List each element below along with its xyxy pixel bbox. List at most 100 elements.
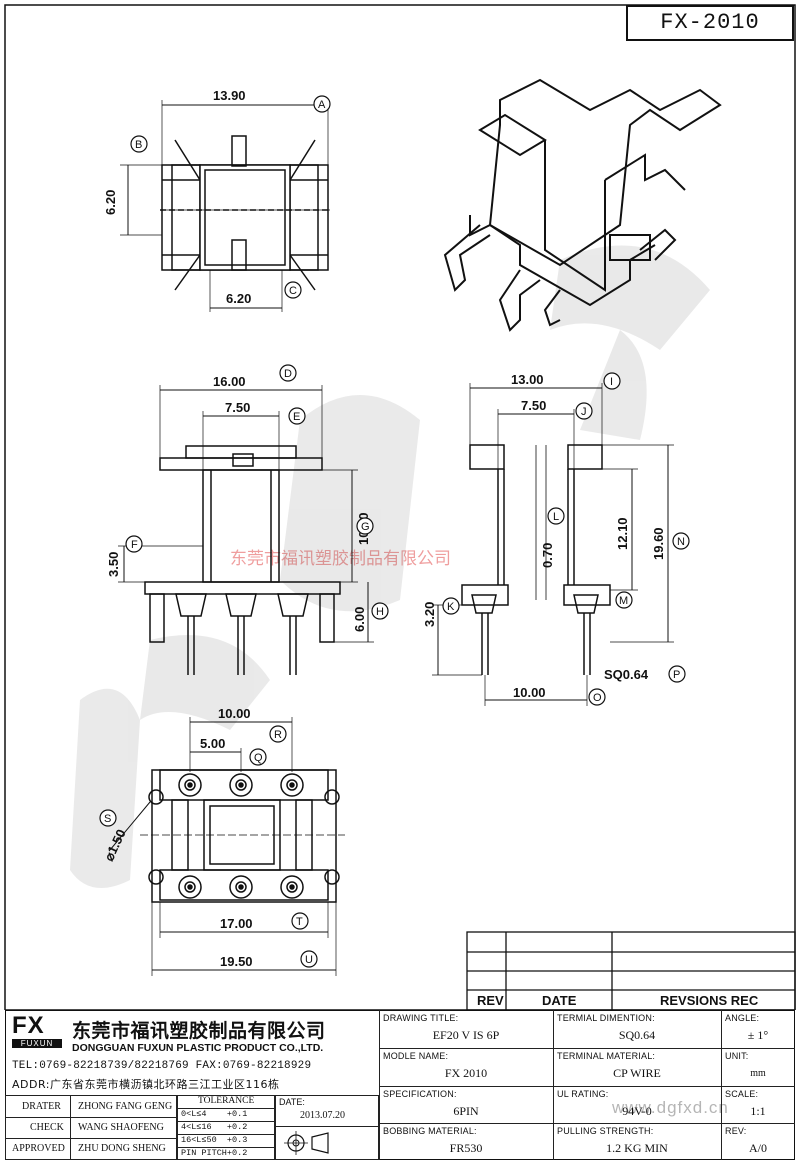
title-block (5, 1010, 795, 1160)
balloon-o: O (593, 692, 602, 704)
label-bobbin: BOBBING MATERIAL: (383, 1126, 477, 1136)
role-approved: APPROVED (12, 1143, 65, 1154)
dim-top-inner: 6.20 (226, 291, 251, 306)
dim-side-center: 0.70 (540, 543, 555, 568)
label-scale: SCALE: (725, 1089, 759, 1099)
company-name-cn: 东莞市福讯塑胶制品有限公司 (72, 1020, 326, 1042)
dim-side-base: 3.20 (422, 602, 437, 627)
balloon-letters: A B C D E F G H I J K L M N O P Q R S T … (104, 99, 685, 966)
projection-symbol-icon (284, 1131, 329, 1155)
label-unit: UNIT: (725, 1051, 749, 1061)
technical-drawing: 13.90 6.20 6.20 (4, 4, 796, 1010)
balloon-r: R (274, 729, 282, 741)
people-table (5, 1095, 177, 1160)
field-grid (379, 1010, 796, 1160)
front-view (118, 385, 374, 675)
balloon-l: L (553, 511, 559, 523)
value-pulling: 1.2 KG MIN (606, 1141, 668, 1155)
tol-row-2: 4<L≤16 +0.2 (181, 1122, 248, 1132)
dim-side-h2: 19.60 (651, 527, 666, 560)
watermark-company: 东莞市福讯塑胶制品有限公司 (230, 544, 451, 569)
label-angle: ANGLE: (725, 1013, 760, 1023)
calligraphy-watermark (70, 245, 710, 888)
balloon-p: P (673, 669, 680, 681)
company-tel: TEL:0769-82218739/82218769 FAX:0769-8221… (12, 1060, 312, 1072)
tolerance-label: TOLERANCE (198, 1096, 255, 1106)
role-check: CHECK (30, 1122, 64, 1133)
isometric-view (443, 78, 722, 332)
label-terminal-dim: TERMIAL DIMENTION: (557, 1013, 655, 1023)
dim-front-base: 3.50 (106, 552, 121, 577)
name-check: WANG SHAOFENG (78, 1122, 164, 1133)
value-model: FX 2010 (444, 1066, 488, 1080)
dim-bottom-pitch-outer: 10.00 (218, 706, 251, 721)
value-ul: 94V-0 (622, 1104, 652, 1118)
label-spec: SPECIFICATION: (383, 1089, 457, 1099)
name-drater: ZHONG FANG GENG (78, 1101, 173, 1112)
balloon-e: E (293, 411, 300, 423)
dim-side-width: 13.00 (511, 372, 544, 387)
dim-side-inner: 7.50 (521, 398, 546, 413)
side-view (432, 383, 674, 706)
dim-bottom-pitch: 5.00 (200, 736, 225, 751)
balloon-s: S (104, 813, 111, 825)
top-view (120, 100, 330, 312)
dim-side-h1: 12.10 (615, 517, 630, 550)
value-spec: 6PIN (453, 1104, 479, 1118)
balloon-u: U (305, 954, 313, 966)
balloon-d: D (284, 368, 292, 380)
date-box (275, 1095, 379, 1160)
drawing-number: FX-2010 (660, 10, 760, 35)
balloon-h: H (376, 606, 384, 618)
balloon-b: B (135, 139, 142, 151)
revision-table (466, 931, 796, 1010)
value-scale: 1:1 (750, 1104, 766, 1118)
label-terminal-mat: TERMINAL MATERIAL: (557, 1051, 656, 1061)
balloon-j: J (581, 406, 587, 418)
balloon-a: A (318, 99, 326, 111)
dim-front-inner: 7.50 (225, 400, 250, 415)
balloon-t: T (296, 916, 303, 928)
value-terminal-dim: SQ0.64 (618, 1028, 656, 1042)
date-value: 2013.07.20 (300, 1110, 345, 1121)
dim-side-pin-sq: SQ0.64 (604, 667, 649, 682)
tol-row-4: PIN PITCH+0.2 (181, 1148, 248, 1158)
title-box: FX-2010 (626, 5, 794, 41)
label-model: MODLE NAME: (383, 1051, 449, 1061)
dim-top-width: 13.90 (213, 88, 246, 103)
role-drater: DRATER (22, 1101, 61, 1112)
watermark-website: www.dgfxd.cn (612, 1098, 729, 1117)
company-logo: FX FUXUN (12, 1014, 62, 1048)
value-rev: A/0 (749, 1141, 767, 1155)
balloon-m: M (619, 595, 628, 607)
dim-front-pin: 6.00 (352, 607, 367, 632)
tol-row-1: 0<L≤4 +0.1 (181, 1109, 248, 1119)
rec-col-header: REVSIONS REC (660, 993, 759, 1008)
logo-sub: FUXUN (12, 1039, 62, 1048)
label-pulling: PULLING STRENGTH: (557, 1126, 654, 1136)
balloon-f: F (131, 539, 138, 551)
value-angle: ± 1° (747, 1028, 769, 1042)
dim-bottom-inner: 17.00 (220, 916, 253, 931)
balloon-g: G (361, 521, 370, 533)
balloon-n: N (677, 536, 685, 548)
logo-text: FX (12, 1012, 45, 1039)
dim-front-width: 16.00 (213, 374, 246, 389)
date-label: DATE: (279, 1097, 305, 1107)
tol-row-3: 16<L≤50 +0.3 (181, 1135, 248, 1145)
dim-top-height: 6.20 (103, 190, 118, 215)
rev-col-header: REV (477, 993, 504, 1008)
label-rev: REV: (725, 1126, 747, 1136)
tolerance-box (177, 1095, 275, 1160)
dim-bottom-outer: 19.50 (220, 954, 253, 969)
balloon-k: K (447, 601, 455, 613)
value-unit: mm (750, 1068, 766, 1079)
value-bobbin: FR530 (449, 1141, 483, 1155)
balloon-q: Q (254, 752, 263, 764)
company-address: ADDR:广东省东莞市横沥镇北环路三江工业区116栋 (12, 1078, 280, 1091)
label-ul: UL RATING: (557, 1089, 609, 1099)
balloon-i: I (610, 376, 613, 388)
dim-side-pitch: 10.00 (513, 685, 546, 700)
value-terminal-mat: CP WIRE (613, 1066, 661, 1080)
value-drawing-title: EF20 V IS 6P (432, 1028, 500, 1042)
